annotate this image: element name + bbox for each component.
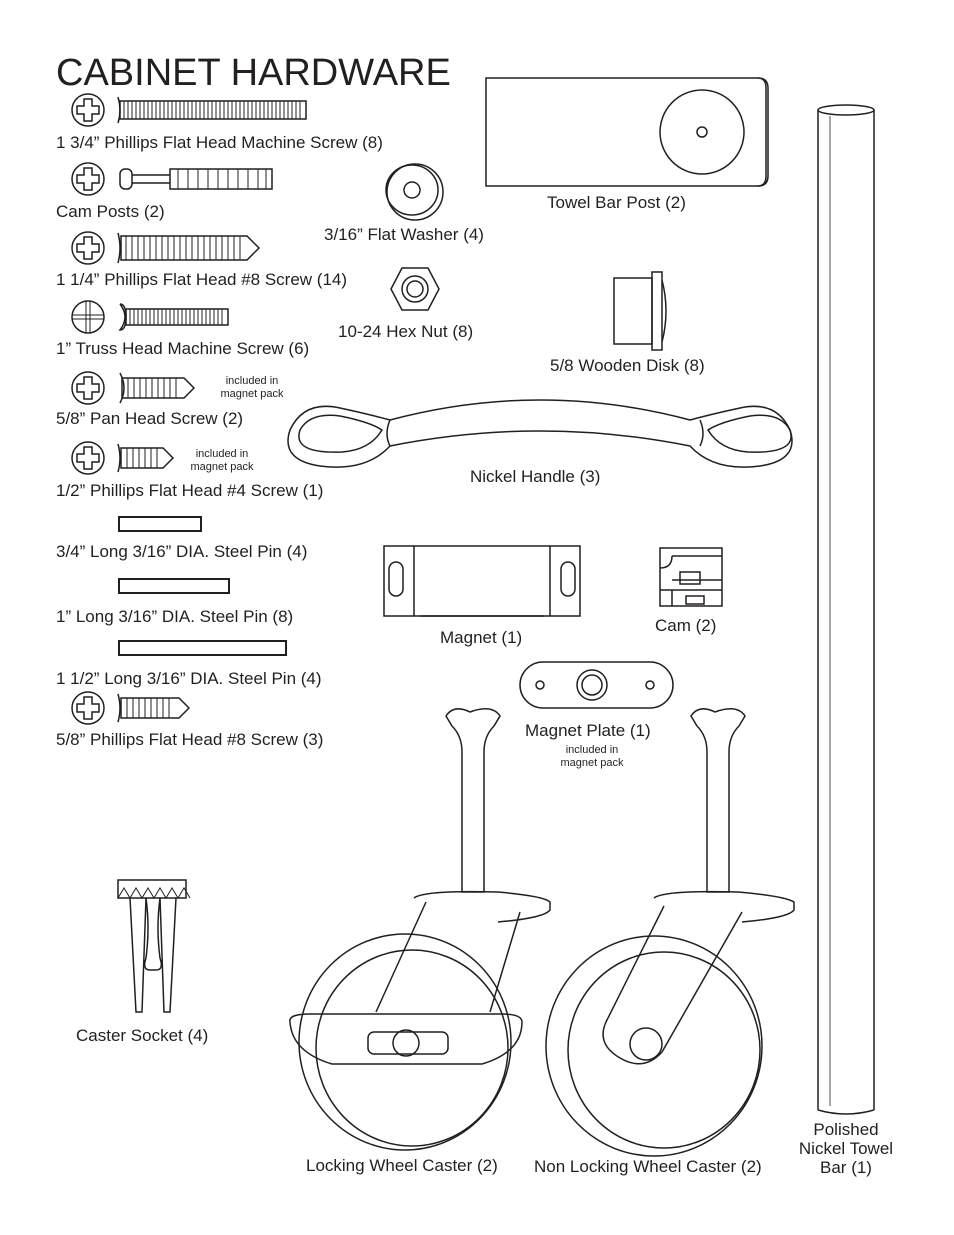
label-locking-caster: Locking Wheel Caster (2) bbox=[306, 1156, 498, 1175]
label-truss-screw: 1” Truss Head Machine Screw (6) bbox=[56, 339, 310, 358]
magnet-pack-note: included in magnet pack bbox=[560, 744, 624, 769]
cam-post-icon bbox=[71, 162, 273, 196]
nickel-handle-icon bbox=[287, 399, 793, 468]
magnet-pack-note: included in magnet pack bbox=[190, 448, 254, 473]
label-wood-screw-1-1-4: 1 1/4” Phillips Flat Head #8 Screw (14) bbox=[56, 270, 348, 289]
label-wooden-disk: 5/8 Wooden Disk (8) bbox=[550, 356, 705, 375]
label-steel-pin-3-4: 3/4” Long 3/16” DIA. Steel Pin (4) bbox=[56, 542, 308, 561]
label-non-locking-caster: Non Locking Wheel Caster (2) bbox=[534, 1157, 762, 1176]
magnet-plate-icon bbox=[519, 661, 674, 709]
label-hex-nut: 10-24 Hex Nut (8) bbox=[338, 322, 474, 341]
hex-nut-icon bbox=[390, 267, 440, 311]
magnet-icon bbox=[383, 545, 581, 617]
locking-caster-icon bbox=[289, 708, 551, 1151]
steel-pin-3-4-icon bbox=[118, 516, 202, 532]
wood-screw-5-8-icon bbox=[71, 691, 191, 725]
label-flat-washer: 3/16” Flat Washer (4) bbox=[324, 225, 484, 244]
wood-screw-1-1-4-icon bbox=[71, 231, 261, 265]
flat-washer-icon bbox=[385, 163, 444, 221]
label-magnet: Magnet (1) bbox=[440, 628, 523, 647]
label-machine-screw-1-3-4: 1 3/4” Phillips Flat Head Machine Screw … bbox=[56, 133, 383, 152]
magnet-pack-note: included in magnet pack bbox=[220, 375, 284, 400]
label-towel-bar-post: Towel Bar Post (2) bbox=[547, 193, 686, 212]
steel-pin-1-icon bbox=[118, 578, 230, 594]
non-locking-caster-icon bbox=[545, 708, 795, 1157]
label-wood-screw-1-2: 1/2” Phillips Flat Head #4 Screw (1) bbox=[56, 481, 324, 500]
label-nickel-handle: Nickel Handle (3) bbox=[470, 467, 601, 486]
towel-bar-post-icon bbox=[485, 77, 769, 187]
label-cam-posts: Cam Posts (2) bbox=[56, 202, 165, 221]
wooden-disk-icon bbox=[613, 271, 667, 351]
towel-bar-icon bbox=[817, 104, 875, 1115]
machine-screw-1-3-4-icon bbox=[71, 93, 307, 127]
truss-screw-icon bbox=[71, 300, 229, 334]
steel-pin-1-1-2-icon bbox=[118, 640, 287, 656]
cam-icon bbox=[659, 547, 723, 607]
label-steel-pin-1: 1” Long 3/16” DIA. Steel Pin (8) bbox=[56, 607, 294, 626]
page-title: CABINET HARDWARE bbox=[56, 52, 451, 94]
label-pan-head-screw: 5/8” Pan Head Screw (2) bbox=[56, 409, 244, 428]
label-magnet-plate: Magnet Plate (1) bbox=[525, 721, 651, 740]
caster-socket-icon bbox=[117, 879, 191, 1013]
label-wood-screw-5-8: 5/8” Phillips Flat Head #8 Screw (3) bbox=[56, 730, 324, 749]
label-cam: Cam (2) bbox=[655, 616, 717, 635]
label-caster-socket: Caster Socket (4) bbox=[76, 1026, 209, 1045]
label-steel-pin-1-1-2: 1 1/2” Long 3/16” DIA. Steel Pin (4) bbox=[56, 669, 322, 688]
label-towel-bar: Polished Nickel Towel Bar (1) bbox=[798, 1120, 894, 1177]
wood-screw-1-2-icon bbox=[71, 441, 175, 475]
pan-head-screw-icon bbox=[71, 371, 196, 405]
